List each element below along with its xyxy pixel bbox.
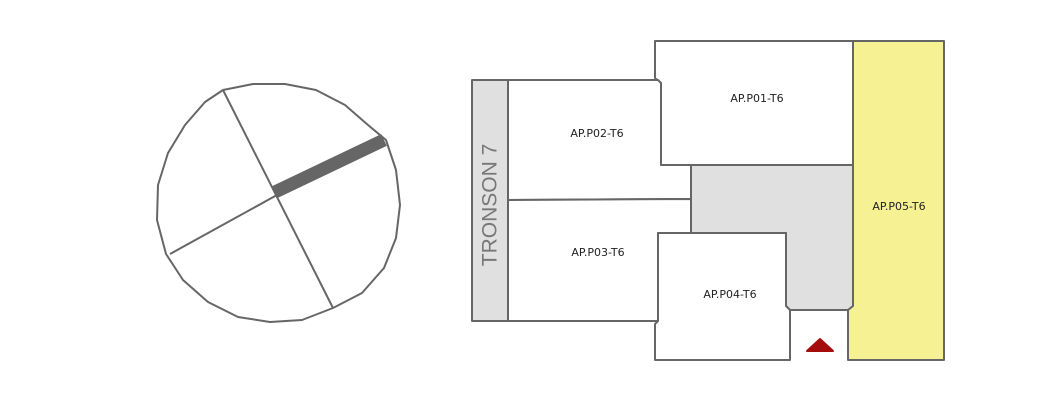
compass-line — [169, 194, 278, 255]
floor-plan: TRONSON 7 AP.P01-T6 AP.P02-T6 AP.P03-T6 … — [471, 40, 945, 361]
compass-circle — [156, 83, 401, 323]
compass-north-bar — [272, 134, 387, 198]
tronson-label: TRONSON 7 — [479, 144, 502, 267]
tronson-bar — [471, 79, 509, 322]
unit-label: AP.P02-T6 — [570, 127, 623, 140]
entrance-arrow-icon — [806, 338, 834, 352]
unit-label: AP.P05-T6 — [872, 200, 925, 213]
unit-label: AP.P01-T6 — [730, 92, 783, 105]
unit-p05[interactable] — [847, 40, 945, 361]
unit-label: AP.P04-T6 — [703, 288, 756, 301]
unit-p04[interactable] — [654, 232, 791, 361]
unit-label: AP.P03-T6 — [571, 246, 624, 259]
orientation-compass-icon — [156, 83, 401, 323]
compass-line — [222, 89, 334, 309]
